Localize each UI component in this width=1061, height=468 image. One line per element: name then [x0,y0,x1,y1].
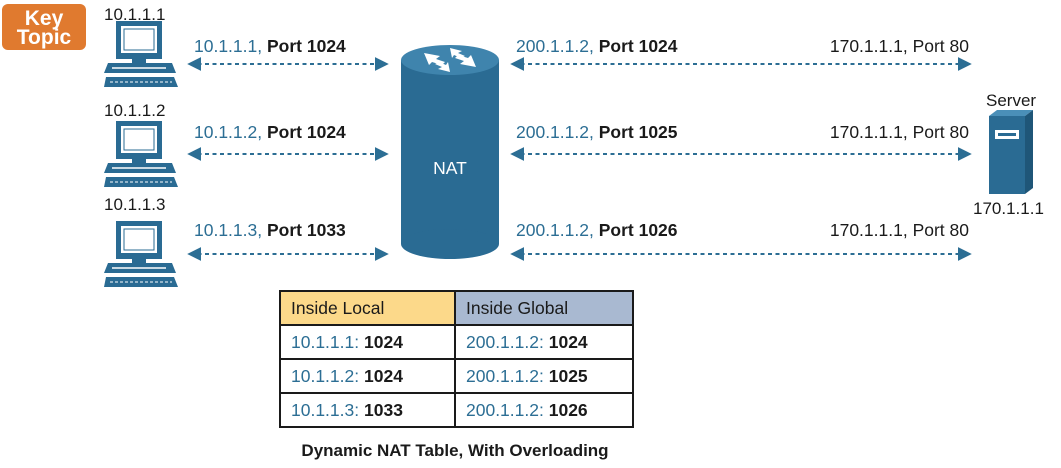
server-ip: 170.1.1.1 [973,199,1044,218]
pc-icon-1 [103,20,179,88]
inside-link-ip-3: 10.1.1.3, [194,220,263,240]
inside-local-ip: 10.1.1.3: [291,399,360,420]
pc-icon-3 [103,220,179,288]
inside-local-cell: 10.1.1.1: 1024 [279,324,456,360]
table-row: 10.1.1.3: 1033 200.1.1.2: 1026 [279,392,634,428]
inside-local-port: 1024 [364,365,403,386]
outside-link-port-1: Port 1024 [598,36,678,56]
inside-global-cell: 200.1.1.2: 1026 [454,392,634,428]
dest-label-3: 170.1.1.1, Port 80 [829,220,969,240]
outside-link-label-2: 200.1.1.2, Port 1025 [516,122,678,143]
pc-icon-2 [103,120,179,188]
inside-global-ip: 200.1.1.2: [466,331,544,352]
outside-link-port-3: Port 1026 [598,220,678,240]
inside-link-ip-2: 10.1.1.2, [194,122,263,142]
table-caption: Dynamic NAT Table, With Overloading [301,441,609,460]
inside-link-port-2: Port 1024 [267,122,346,142]
inside-local-port: 1024 [364,331,403,352]
host-ip-3: 10.1.1.3 [104,195,166,214]
inside-link-port-1: Port 1024 [267,36,346,56]
inside-global-cell: 200.1.1.2: 1024 [454,324,634,360]
key-topic-line2: Topic [16,26,72,49]
inside-local-cell: 10.1.1.2: 1024 [279,358,456,394]
inside-local-ip: 10.1.1.1: [291,331,360,352]
inside-link-label-1: 10.1.1.1, Port 1024 [194,36,346,57]
server-icon [989,110,1033,194]
dest-label-2: 170.1.1.1, Port 80 [829,122,969,142]
table-row: 10.1.1.1: 1024 200.1.1.2: 1024 [279,324,634,360]
header-inside-local: Inside Local [279,290,456,326]
inside-local-ip: 10.1.1.2: [291,365,360,386]
outside-link-ip-1: 200.1.1.2, [516,36,594,56]
host-ip-1: 10.1.1.1 [104,5,166,24]
outside-link-ip-3: 200.1.1.2, [516,220,594,240]
dest-label-1: 170.1.1.1, Port 80 [829,36,969,56]
inside-link-label-2: 10.1.1.2, Port 1024 [194,122,346,143]
inside-link-label-3: 10.1.1.3, Port 1033 [194,220,346,241]
host-ip-2: 10.1.1.2 [104,101,166,120]
nat-table: Inside Local Inside Global 10.1.1.1: 102… [279,290,634,428]
nat-table-header-row: Inside Local Inside Global [279,290,634,326]
server-label: Server [986,91,1037,110]
inside-global-ip: 200.1.1.2: [466,365,544,386]
inside-link-port-3: Port 1033 [267,220,346,240]
outside-link-ip-2: 200.1.1.2, [516,122,594,142]
inside-global-port: 1024 [548,331,588,352]
key-topic-line1: Key [24,7,64,30]
inside-link-ip-1: 10.1.1.1, [194,36,263,56]
outside-link-label-1: 200.1.1.2, Port 1024 [516,36,678,57]
outside-link-port-2: Port 1025 [598,122,678,142]
header-inside-global: Inside Global [454,290,634,326]
table-row: 10.1.1.2: 1024 200.1.1.2: 1025 [279,358,634,394]
inside-local-cell: 10.1.1.3: 1033 [279,392,456,428]
outside-link-label-3: 200.1.1.2, Port 1026 [516,220,678,241]
inside-global-port: 1026 [548,399,588,420]
inside-global-ip: 200.1.1.2: [466,399,544,420]
inside-global-cell: 200.1.1.2: 1025 [454,358,634,394]
nat-label: NAT [433,158,467,178]
inside-global-port: 1025 [548,365,588,386]
key-topic-badge: Key Topic [2,4,86,50]
nat-router-icon [401,45,499,259]
inside-local-port: 1033 [364,399,403,420]
